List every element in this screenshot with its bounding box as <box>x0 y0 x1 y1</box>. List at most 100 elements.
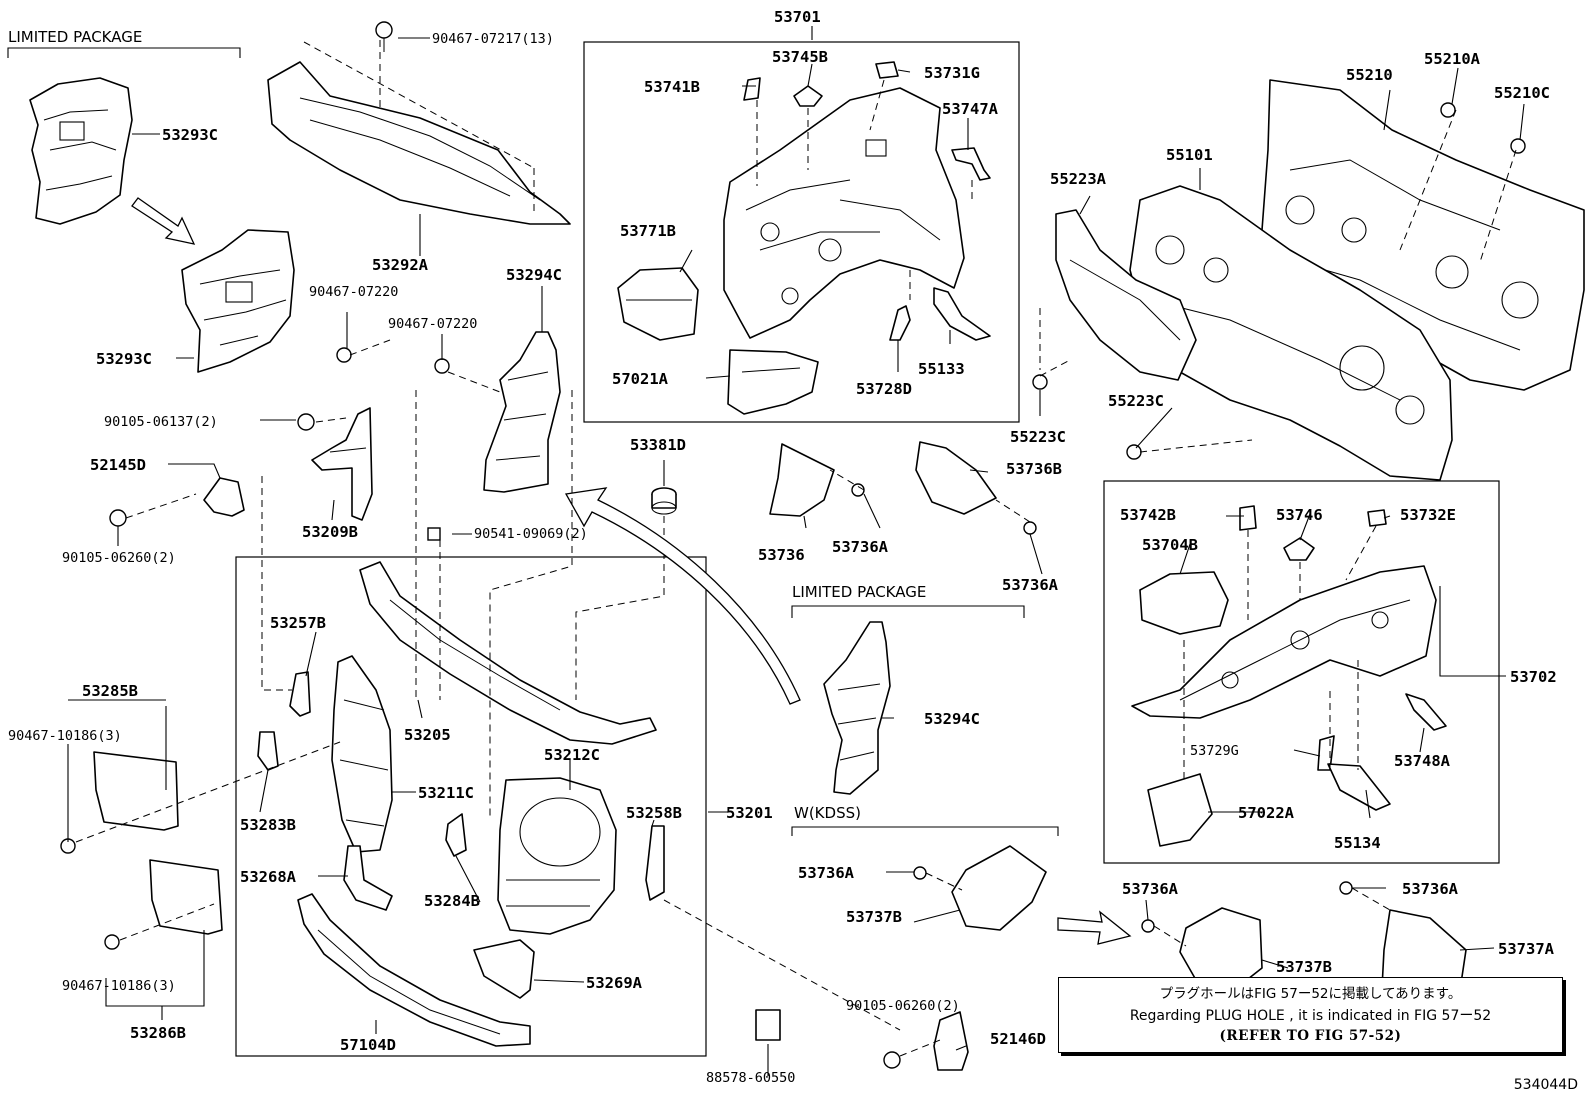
label-53286B: 53286B <box>130 1024 186 1042</box>
bolt-55223C-a <box>1032 374 1048 390</box>
label-90467-10186-b: 90467-10186(3) <box>62 978 176 994</box>
part-53257B <box>289 671 311 717</box>
label-53701: 53701 <box>774 8 821 26</box>
bolt-53736A-c <box>913 866 927 880</box>
part-53293C-limited <box>29 77 133 225</box>
bolt-53736A-b <box>1023 521 1037 535</box>
group-label-limited-package-mid: LIMITED PACKAGE <box>792 583 926 601</box>
label-53731G: 53731G <box>924 64 980 82</box>
label-53747A: 53747A <box>942 100 999 118</box>
bolt-90467-07220-b <box>434 358 450 374</box>
label-53293C-a: 53293C <box>162 126 218 144</box>
label-53209B: 53209B <box>302 523 358 541</box>
part-52145D <box>203 477 245 517</box>
part-52146D <box>933 1011 969 1071</box>
part-53286B <box>149 859 223 935</box>
label-90541-09069: 90541-09069(2) <box>474 526 588 542</box>
label-90105-06260-a: 90105-06260(2) <box>62 550 176 566</box>
part-88578-60550 <box>755 1009 781 1041</box>
label-53737A: 53737A <box>1498 940 1555 958</box>
label-53729G: 53729G <box>1190 743 1239 759</box>
bolt-55223C-b <box>1126 444 1142 460</box>
group-box-53201 <box>235 556 707 1057</box>
part-53704B <box>1139 571 1229 635</box>
part-53294C-limited <box>823 621 891 795</box>
bolt-90105-06260-a <box>109 509 127 527</box>
part-53283B <box>257 731 279 771</box>
part-53258B <box>645 825 665 901</box>
label-53257B: 53257B <box>270 614 326 632</box>
label-52146D: 52146D <box>990 1030 1046 1048</box>
label-53292A: 53292A <box>372 256 429 274</box>
label-53201: 53201 <box>726 804 773 822</box>
bolt-90105-06260-b <box>883 1051 901 1069</box>
label-53736A-d: 53736A <box>1122 880 1179 898</box>
part-53736 <box>769 443 835 517</box>
arrow-upgrade <box>131 197 196 245</box>
label-53736A-c: 53736A <box>798 864 855 882</box>
label-90467-07220-b: 90467-07220 <box>388 316 477 332</box>
part-55223A <box>1055 209 1197 381</box>
bolt-55210A <box>1440 102 1456 118</box>
group-label-limited-package-top: LIMITED PACKAGE <box>8 28 142 46</box>
bolt-90467-10186-b <box>104 934 120 950</box>
label-53294C-b: 53294C <box>924 710 980 728</box>
part-53747A <box>951 147 991 181</box>
bolt-53736A-d <box>1141 919 1155 933</box>
part-55133 <box>933 287 991 341</box>
part-53212C <box>497 777 617 935</box>
label-53748A: 53748A <box>1394 752 1451 770</box>
group-box-53701 <box>583 41 1020 423</box>
label-90105-06137: 90105-06137(2) <box>104 414 218 430</box>
note-english: Regarding PLUG HOLE , it is indicated in… <box>1129 1008 1492 1024</box>
label-53381D: 53381D <box>630 436 686 454</box>
label-53205: 53205 <box>404 726 451 744</box>
label-53212C: 53212C <box>544 746 600 764</box>
note-japanese: プラグホールはFIG 57ー52に掲載してあります。 <box>1159 986 1462 1002</box>
label-53736A-e: 53736A <box>1402 880 1459 898</box>
part-53742B <box>1239 505 1257 531</box>
part-57022A <box>1147 773 1213 847</box>
part-53294C-upper <box>483 331 561 493</box>
part-53211C <box>331 655 393 853</box>
label-53269A: 53269A <box>586 974 643 992</box>
label-55210: 55210 <box>1346 66 1393 84</box>
part-53292A <box>267 61 571 225</box>
group-label-w-kdss: W(KDSS) <box>794 804 861 822</box>
label-53283B: 53283B <box>240 816 296 834</box>
label-57021A: 57021A <box>612 370 669 388</box>
part-53748A <box>1405 693 1447 731</box>
part-53701-apron <box>723 87 965 339</box>
bolt-90105-06137 <box>297 413 315 431</box>
note-reference: (REFER TO FIG 57-52) <box>1219 1028 1402 1044</box>
label-53771B: 53771B <box>620 222 676 240</box>
label-53258B: 53258B <box>626 804 682 822</box>
label-53736A-b: 53736A <box>1002 576 1059 594</box>
label-53737B-b: 53737B <box>1276 958 1332 976</box>
label-53293C-b: 53293C <box>96 350 152 368</box>
diagram-id: 534044D <box>1513 1077 1578 1093</box>
label-55223A: 55223A <box>1050 170 1107 188</box>
label-53284B: 53284B <box>424 892 480 910</box>
part-53737B-kdss <box>951 845 1047 931</box>
label-88578-60550: 88578-60550 <box>706 1070 795 1086</box>
label-90467-07217: 90467-07217(13) <box>432 31 554 47</box>
part-53293C <box>181 229 295 373</box>
arrow-curved <box>564 487 801 705</box>
bolt-90467-07220-a <box>336 347 352 363</box>
part-53731G <box>875 61 899 79</box>
label-53294C-a: 53294C <box>506 266 562 284</box>
group-box-53702 <box>1103 480 1500 864</box>
label-53211C: 53211C <box>418 784 474 802</box>
label-53736B: 53736B <box>1006 460 1062 478</box>
bolt-53736A-a <box>851 483 865 497</box>
part-57104D <box>297 893 531 1047</box>
label-53736: 53736 <box>758 546 805 564</box>
label-55101: 55101 <box>1166 146 1213 164</box>
plug-hole-note: プラグホールはFIG 57ー52に掲載してあります。 Regarding PLU… <box>1058 977 1563 1053</box>
bolt-53736A-e <box>1339 881 1353 895</box>
label-57104D: 57104D <box>340 1036 396 1054</box>
label-53736A-a: 53736A <box>832 538 889 556</box>
label-55223C-a: 55223C <box>1010 428 1066 446</box>
